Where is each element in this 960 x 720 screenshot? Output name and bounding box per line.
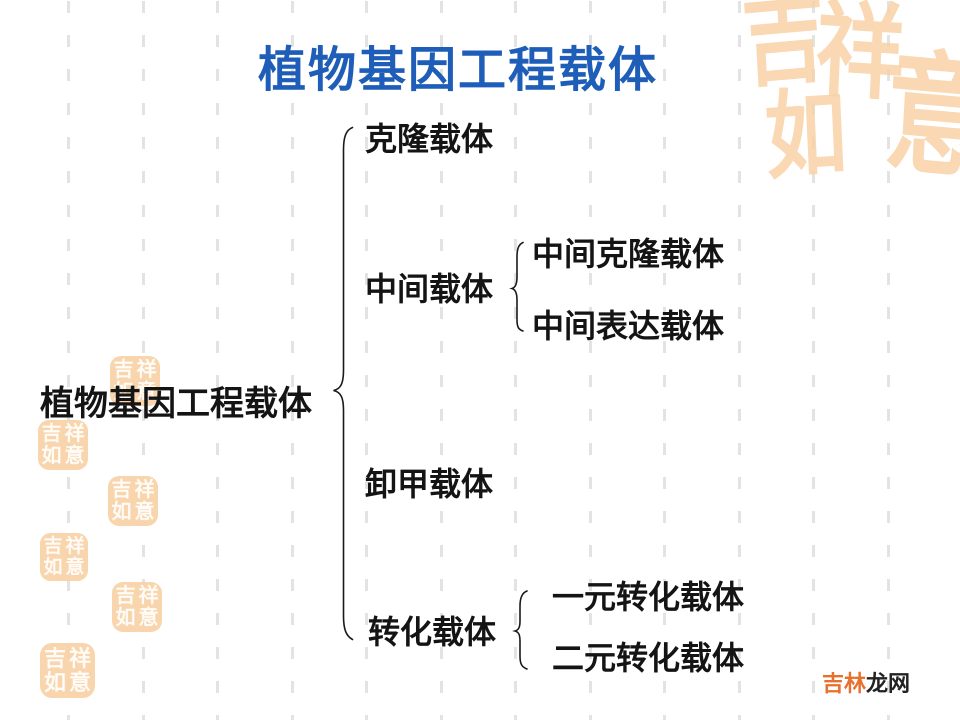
seal-stamp-character: 如 [43,669,66,695]
slide-title: 植物基因工程载体 [257,44,658,97]
seal-stamp-icon: 吉祥如意 [40,643,95,698]
seal-stamp-icon: 吉祥如意 [112,582,162,632]
seal-stamp-character: 吉 [111,479,132,501]
seal-stamp-icon: 吉祥如意 [108,476,158,526]
seal-stamp-character: 祥 [138,585,159,607]
seal-stamp-character: 如 [111,501,132,523]
leaf-intermediate-expression-vector: 中间表达载体 [532,308,725,344]
dashed-line [365,1,368,720]
seal-stamp-character: 吉 [115,585,136,607]
dashed-line [216,1,219,720]
dashed-line [141,1,145,720]
watermark-suffix: 龙网 [866,671,911,696]
leaf-unary-transformation-vector: 一元转化载体 [552,579,745,615]
seal-stamp-character: 祥 [134,479,155,501]
site-watermark: 吉林龙网 [822,671,911,696]
seal-stamp-character: 祥 [64,423,85,445]
seal-stamp-character: 意 [64,445,85,467]
seal-character: 如 [762,79,850,192]
root-brace [333,126,354,641]
seal-stamp-character: 意 [134,501,155,523]
seal-stamp-icon: 吉祥如意 [40,533,88,581]
intermediate-vector-brace [509,241,524,332]
seal-stamp-character: 如 [43,557,63,578]
root-node-label: 植物基因工程载体 [40,386,312,423]
seal-stamp-character: 意 [138,607,159,629]
seal-stamp-character: 吉 [113,359,134,381]
seal-stamp-character: 如 [41,445,62,467]
branch-cloning-vector: 克隆载体 [365,121,494,157]
seal-stamp-character: 祥 [65,536,85,557]
seal-stamp-character: 如 [115,607,136,629]
seal-stamp-character: 祥 [136,359,157,381]
dashed-line [439,1,443,720]
branch-disarmed-vector: 卸甲载体 [365,466,494,502]
dashed-line [67,1,70,720]
dashed-line [290,1,294,720]
transformation-vector-brace [512,590,528,670]
seal-stamp-character: 吉 [41,423,62,445]
seal-stamp-icon: 吉祥如意 [38,420,88,470]
branch-transformation-vector: 转化载体 [368,614,497,650]
watermark-prefix: 吉林 [822,671,867,696]
leaf-intermediate-cloning-vector: 中间克隆载体 [532,236,725,272]
leaf-binary-transformation-vector: 二元转化载体 [552,640,745,676]
branch-intermediate-vector: 中间载体 [365,271,494,307]
seal-stamp-character: 意 [68,669,91,695]
seal-stamp-character: 祥 [68,645,91,671]
dashed-line [886,1,890,720]
dashed-line [514,1,517,720]
seal-stamp-character: 吉 [43,645,66,671]
seal-stamp-character: 吉 [43,536,63,557]
dashed-line [812,1,815,720]
seal-stamp-character: 意 [65,557,85,578]
